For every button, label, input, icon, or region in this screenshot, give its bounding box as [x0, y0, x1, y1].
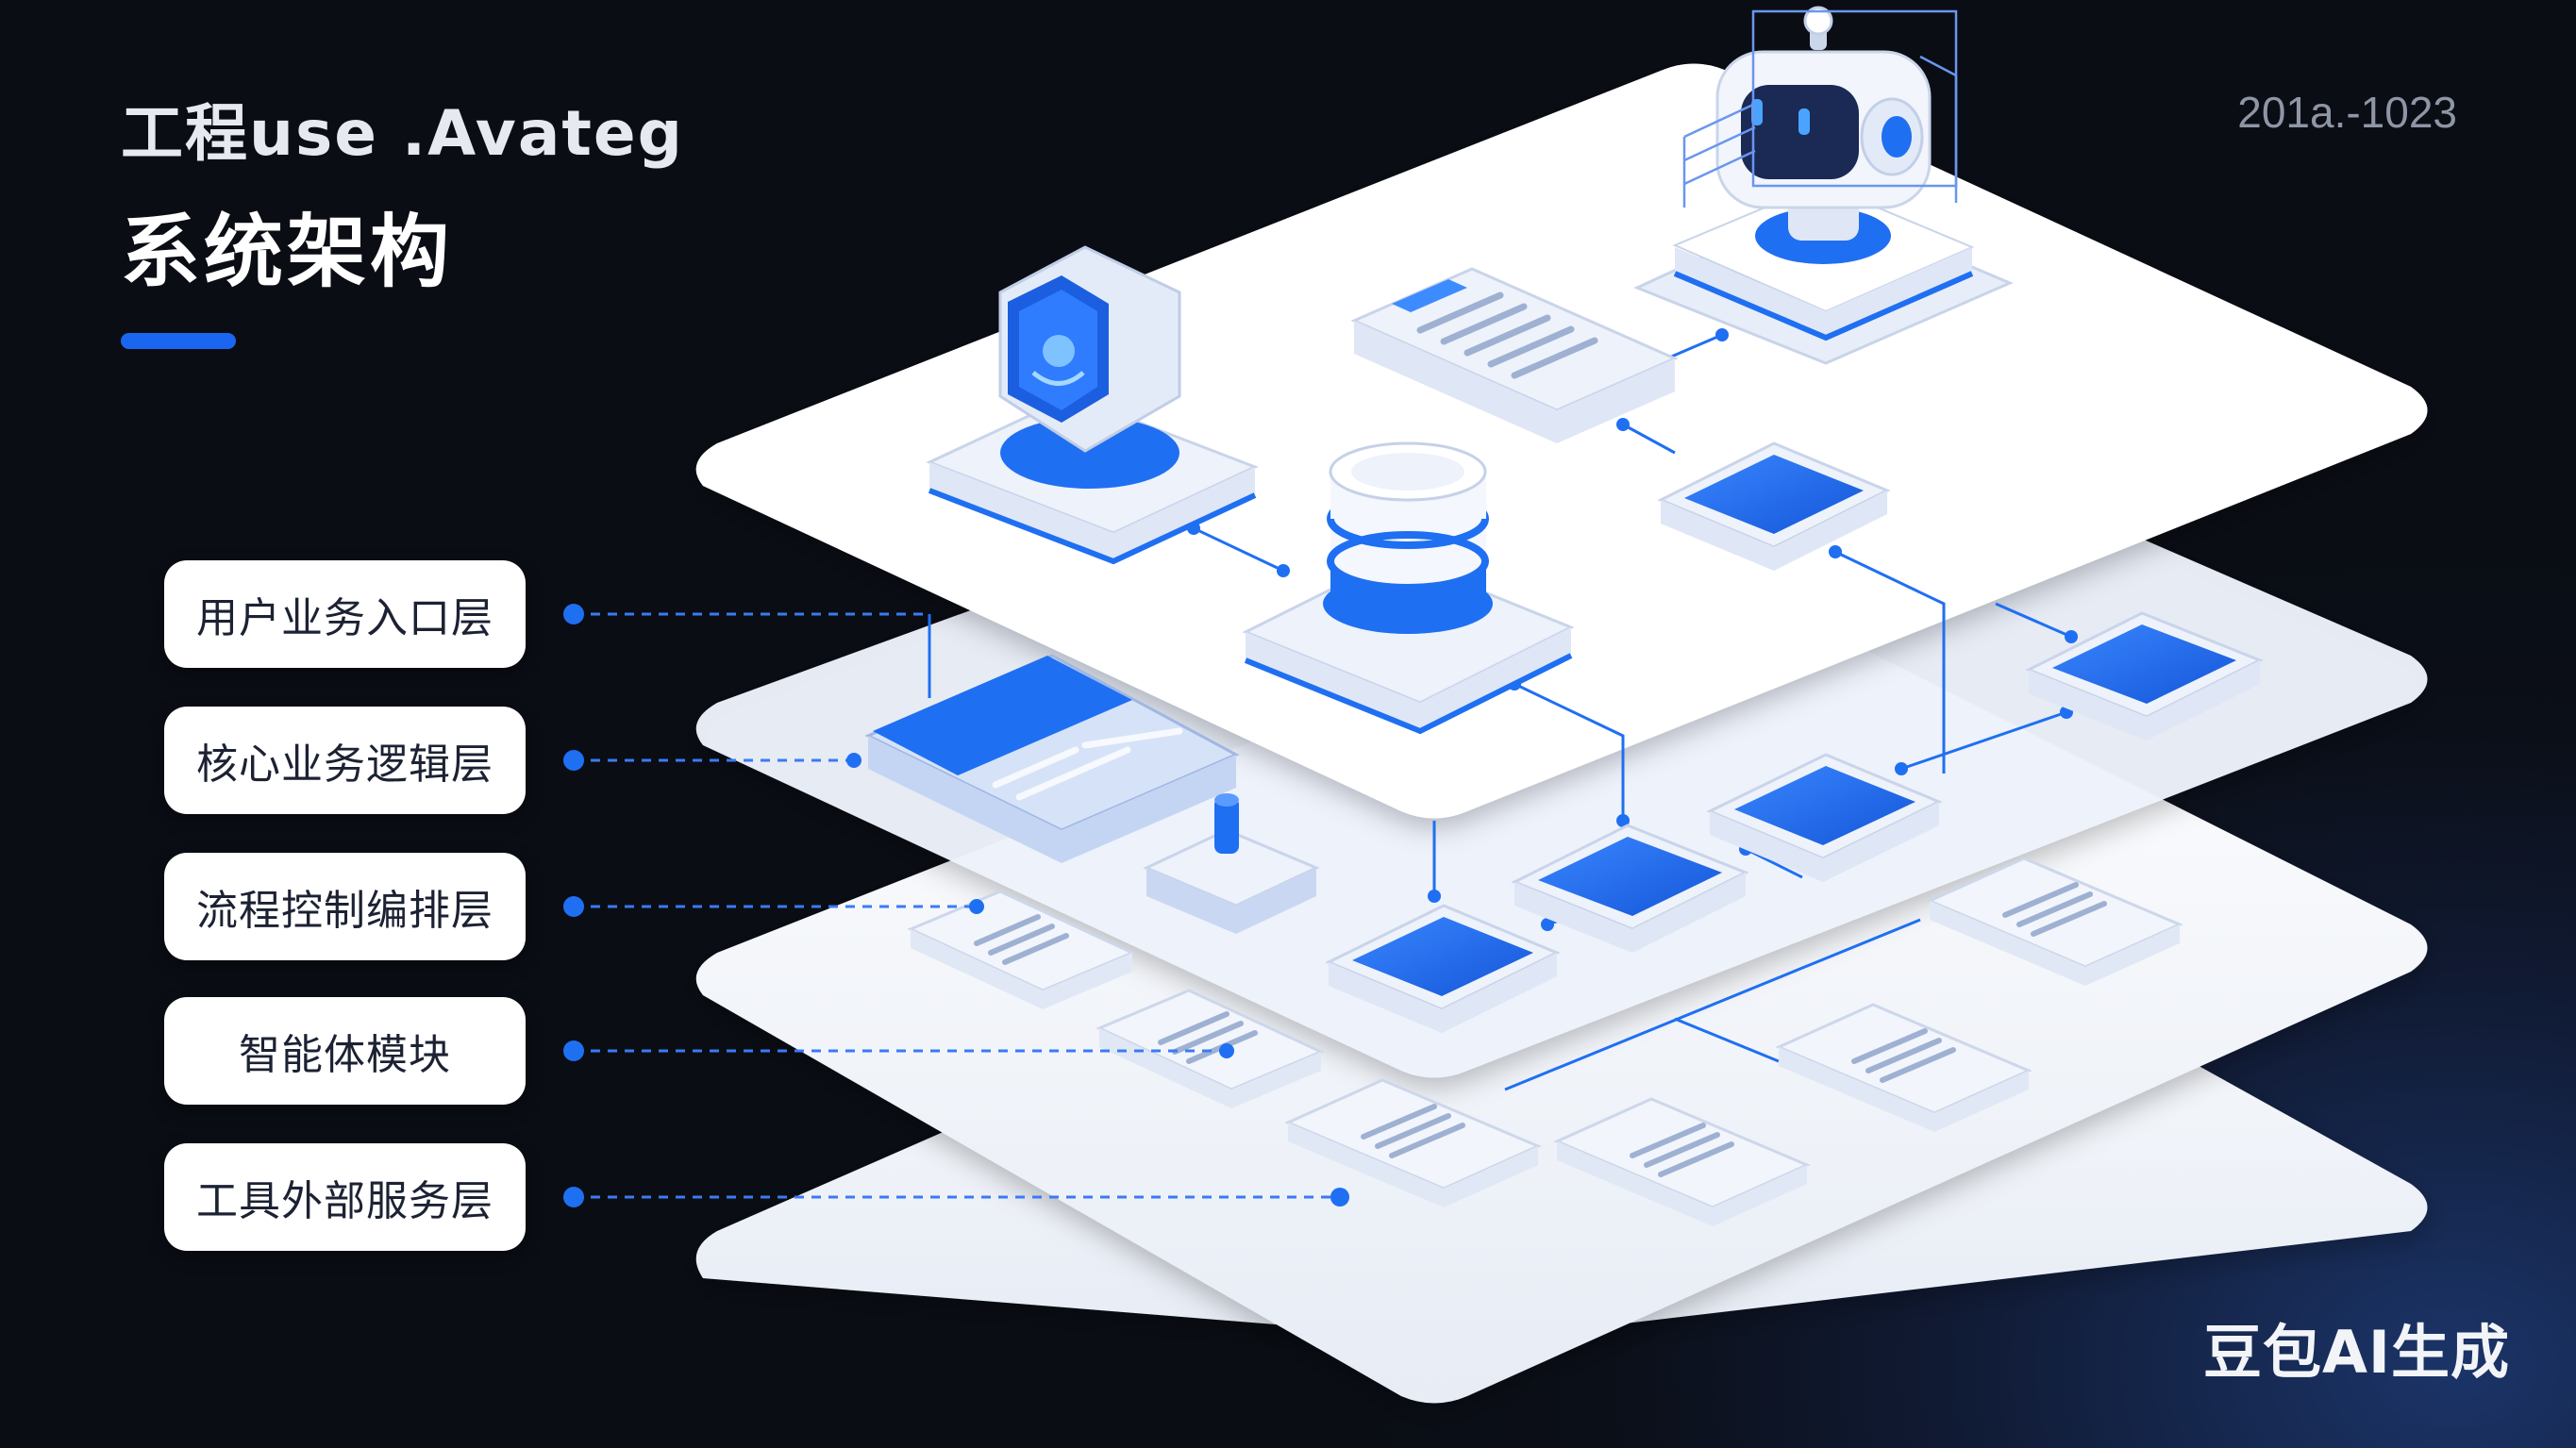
node-box-d [1511, 824, 1749, 953]
leader-lines [574, 612, 1340, 1199]
node-box-a [1657, 441, 1891, 571]
page-title: 系统架构 [121, 206, 454, 298]
layer-label-user-entry: 用户业务入口层 [164, 560, 526, 668]
card-2 [1096, 989, 1325, 1108]
card-4 [1553, 1097, 1811, 1226]
node-box-e [1325, 904, 1561, 1033]
layer-label-external-services: 工具外部服务层 [164, 1143, 526, 1251]
connection-lines [1193, 333, 2072, 1091]
title-line-1: 工程use .Avateg [121, 97, 684, 170]
layer-label-agent-module: 智能体模块 [164, 997, 526, 1105]
robot-icon [1633, 6, 2014, 365]
shield-icon [926, 245, 1259, 565]
toggle-icon [1143, 793, 1320, 934]
date-label: 201a.-1023 [2237, 88, 2457, 137]
layer-label-flow-orchestration: 流程控制编排层 [164, 853, 526, 960]
card-5 [1775, 1003, 2032, 1132]
leader-dots [563, 604, 1349, 1207]
node-box-c [1706, 753, 1943, 882]
card-6 [1926, 857, 2183, 986]
database-icon [1242, 441, 1575, 735]
card-3 [1284, 1078, 1542, 1207]
dashboard-panel [864, 654, 1240, 863]
layer-label-core-logic: 核心业务逻辑层 [164, 707, 526, 814]
document-icon [1350, 267, 1679, 443]
title-accent-bar [121, 333, 236, 349]
watermark-text: 豆包AI生成 [2202, 1318, 2510, 1387]
node-box-b [2025, 611, 2264, 741]
